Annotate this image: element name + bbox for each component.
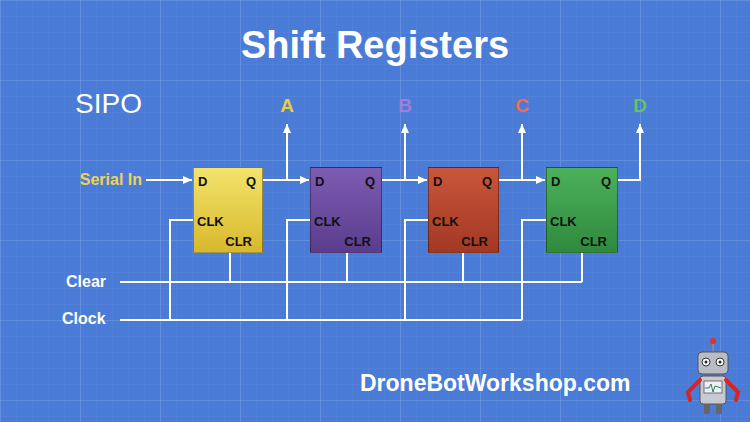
mode-label: SIPO <box>75 90 142 118</box>
pin-clr: CLR <box>225 235 252 248</box>
flip-flop: D Q CLKCLR <box>193 167 263 253</box>
output-c-wire <box>521 124 523 180</box>
watermark: DroneBotWorkshop.com <box>360 372 630 395</box>
flip-flop: D Q CLKCLR <box>310 167 382 253</box>
pin-d: D <box>198 175 207 188</box>
q-to-d-wire <box>499 179 545 181</box>
pin-clr: CLR <box>344 235 371 248</box>
pin-clk: CLK <box>314 215 341 228</box>
pin-clr: CLR <box>461 235 488 248</box>
pin-clk: CLK <box>197 215 224 228</box>
q-to-d-wire <box>382 179 427 181</box>
flip-flop: D Q CLKCLR <box>546 167 618 253</box>
output-b-wire <box>404 124 406 180</box>
signal-name: Serial In <box>80 172 142 188</box>
clock-tap <box>405 220 428 320</box>
output-a-wire <box>286 124 288 180</box>
pin-d: D <box>433 175 442 188</box>
clear-bus <box>120 281 582 283</box>
output-label: A <box>280 96 294 115</box>
signal-name: Clock <box>62 311 106 327</box>
clear-tap <box>462 253 464 282</box>
q-to-d-wire <box>263 179 309 181</box>
clear-tap <box>229 253 231 282</box>
output-label: C <box>515 96 529 115</box>
pin-d: D <box>315 175 324 188</box>
clock-tap <box>287 220 310 320</box>
serial-in-wire <box>146 179 192 181</box>
title: Shift Registers <box>241 26 509 64</box>
signal-name: Clear <box>66 274 106 290</box>
pin-clk: CLK <box>550 215 577 228</box>
clear-tap <box>346 253 348 282</box>
clear-tap <box>581 253 583 282</box>
clock-tap <box>170 220 193 320</box>
robot-mascot <box>688 338 738 414</box>
pin-q: Q <box>246 175 256 188</box>
pin-clr: CLR <box>580 235 607 248</box>
flip-flop: D Q CLKCLR <box>428 167 499 253</box>
pin-q: Q <box>601 175 611 188</box>
output-d-wire <box>618 124 640 180</box>
pin-q: Q <box>482 175 492 188</box>
output-label: D <box>633 96 647 115</box>
clock-tap <box>522 220 546 320</box>
clock-bus <box>120 319 522 321</box>
output-label: B <box>398 96 412 115</box>
pin-d: D <box>551 175 560 188</box>
pin-clk: CLK <box>432 215 459 228</box>
pin-q: Q <box>365 175 375 188</box>
